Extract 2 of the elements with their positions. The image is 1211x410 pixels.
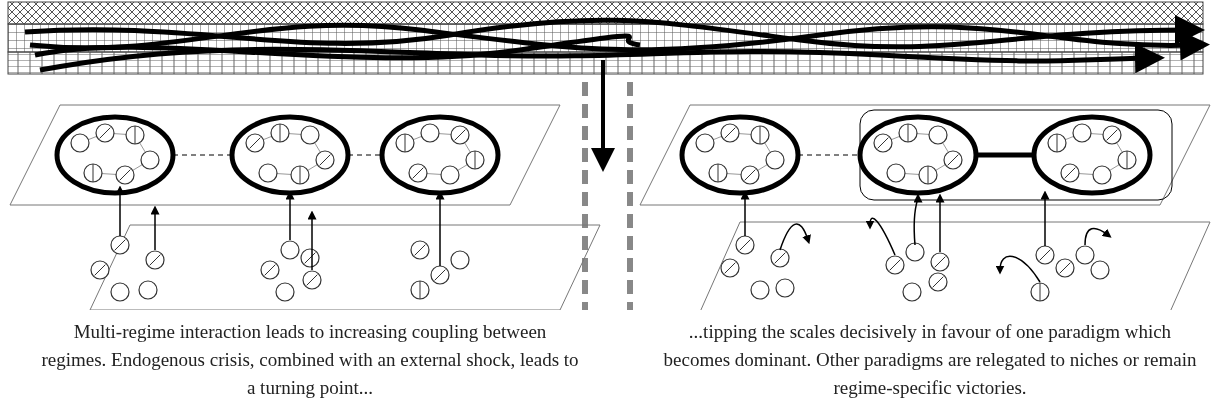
caption-text: ...tipping the scales decisively in favour of one paradigm which becomes dominant. Other paradigms are relegated to niches or remain regime-specific victories. — [662, 320, 1198, 400]
caption-text: Multi-regime interaction leads to increasing coupling between regimes. Endogenous crisis, combined with an external shock, leads to a turning point... — [40, 320, 580, 400]
